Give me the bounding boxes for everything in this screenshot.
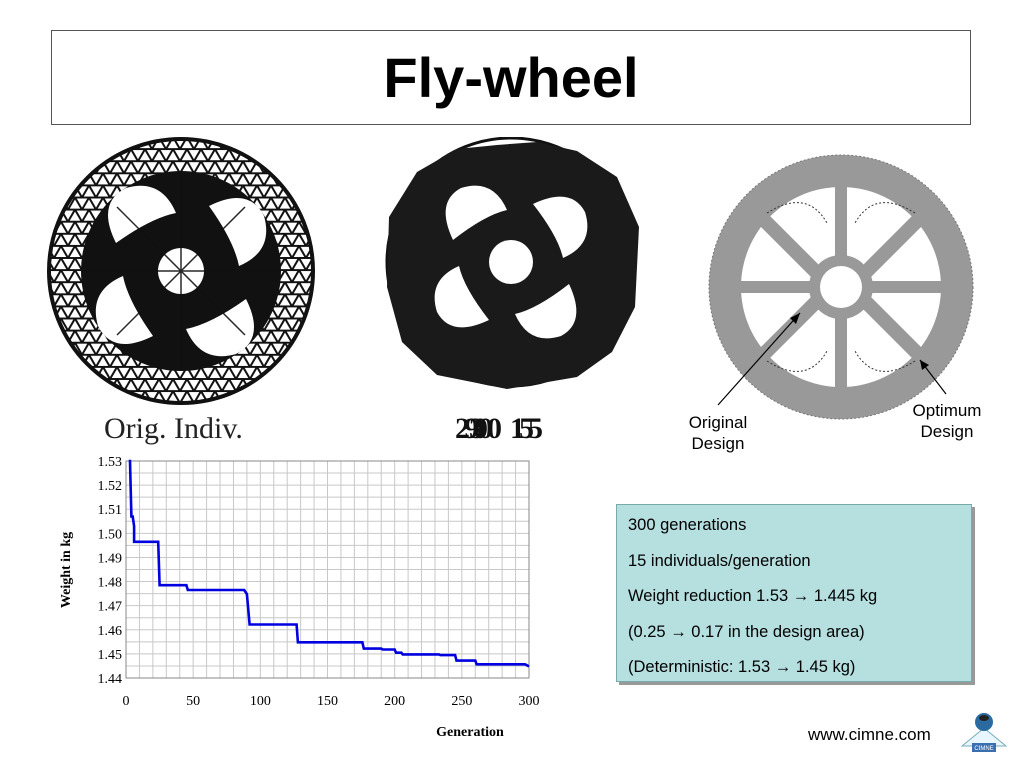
evolved-individual-wheel: [385, 137, 639, 389]
y-tick-label: 1.49: [98, 551, 123, 566]
y-tick-label: 1.50: [98, 527, 123, 542]
y-tick-label: 1.45: [98, 648, 123, 663]
y-axis-label: Weight in kg: [59, 532, 74, 608]
x-tick-label: 150: [317, 694, 338, 709]
chart-grid: [126, 461, 529, 678]
original-individual-wheel: [47, 137, 315, 405]
y-tick-label: 1.53: [98, 455, 123, 470]
original-individual-label: Orig. Indiv.: [104, 412, 243, 445]
x-tick-label: 50: [186, 694, 200, 709]
info-line-individuals: 15 individuals/generation: [628, 551, 811, 570]
cimne-logo: CIMNE: [960, 713, 1008, 752]
info-line-generations: 300 generations: [628, 516, 747, 534]
x-tick-label: 250: [451, 694, 472, 709]
plot-area: [125, 460, 530, 679]
x-tick-label: 300: [519, 694, 540, 709]
optimum-design-annotation: Optimum Design: [902, 400, 992, 442]
weight-vs-generation-chart: 1.44 1.45 1.46 1.47 1.48 1.49 1.50 1.51 1.52 1.53…: [59, 455, 540, 740]
original-annotation-line-1: Original: [688, 413, 748, 432]
info-line-deterministic: (Deterministic: 1.53 → 1.45 kg): [628, 658, 856, 676]
y-tick-labels: 1.44 1.45 1.46 1.47 1.48 1.49 1.50 1.51 1.52 1.53: [98, 455, 123, 687]
footer-url[interactable]: www.cimne.com: [808, 725, 931, 744]
y-tick-label: 1.46: [98, 624, 123, 639]
logo-text: CIMNE: [974, 746, 993, 752]
info-box: 300 generations 15 individuals/generatio…: [616, 504, 972, 682]
x-tick-label: 100: [250, 694, 271, 709]
y-tick-label: 1.48: [98, 576, 123, 591]
optimum-annotation-line-2: Design: [920, 422, 974, 441]
info-line-weight-reduction: Weight reduction 1.53 → 1.445 kg: [628, 587, 878, 605]
logo-text-badge: [972, 743, 996, 752]
y-tick-label: 1.44: [98, 672, 123, 687]
x-tick-label: 200: [384, 694, 405, 709]
generation-counter-label: 290 300 155: [455, 412, 575, 452]
x-tick-labels: 0 50 100 150 200 250 300: [123, 694, 540, 709]
slide-title: Fly-wheel: [383, 46, 639, 109]
x-axis-label: Generation: [436, 725, 504, 740]
y-tick-label: 1.47: [98, 600, 123, 615]
y-tick-label: 1.52: [98, 479, 123, 494]
original-annotation-line-2: Design: [691, 434, 745, 453]
optimum-annotation-line-1: Optimum: [912, 401, 982, 420]
info-line-design-area: (0.25 → 0.17 in the design area): [628, 622, 865, 641]
original-design-annotation: Original Design: [678, 412, 758, 454]
generation-label-2: 300: [469, 412, 502, 445]
generation-label-3: 155: [510, 412, 543, 445]
x-tick-label: 0: [123, 694, 130, 709]
y-tick-label: 1.51: [98, 503, 123, 518]
weight-series-line: [128, 459, 530, 668]
title-box: Fly-wheel: [51, 30, 971, 125]
